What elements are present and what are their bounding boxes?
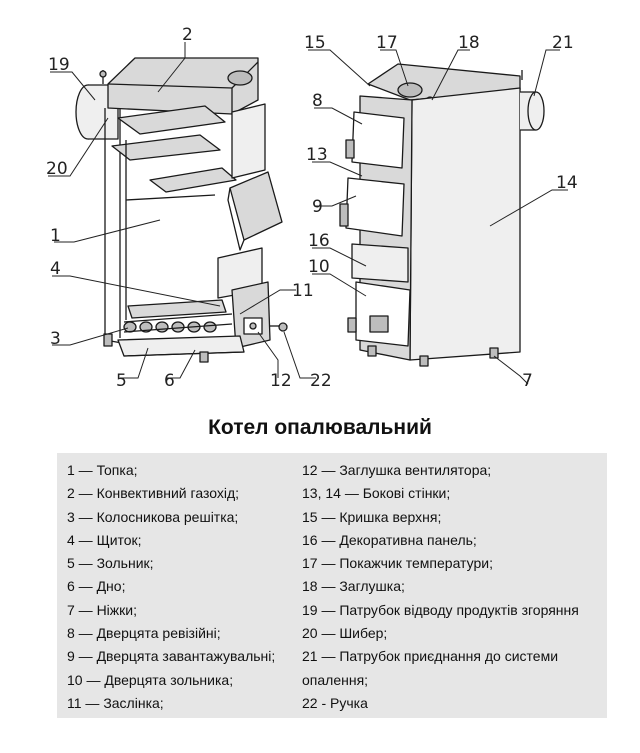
callout-3: 3 xyxy=(50,329,61,349)
legend-item: 4 — Щиток; xyxy=(67,531,142,548)
legend-item: 3 — Колосникова решітка; xyxy=(67,508,239,525)
callout-9: 9 xyxy=(312,197,323,217)
callout-16: 16 xyxy=(308,231,330,251)
legend-item: 5 — Зольник; xyxy=(67,555,154,572)
legend-right-column: 12 — Заглушка вентилятора; 13, 14 — Боко… xyxy=(302,459,607,715)
legend-item: 18 — Заглушка; xyxy=(302,578,405,595)
callout-4: 4 xyxy=(50,259,61,279)
legend-item: 20 — Шибер; xyxy=(302,625,388,642)
callout-numbers: 19 20 2 1 4 3 5 6 11 12 22 15 17 18 21 8… xyxy=(46,25,578,391)
legend-item: 12 — Заглушка вентилятора; xyxy=(302,462,492,478)
legend-item: 1 — Топка; xyxy=(67,462,138,478)
callout-5: 5 xyxy=(116,371,127,391)
callout-21: 21 xyxy=(552,33,574,53)
callout-14: 14 xyxy=(556,173,578,193)
legend-item: 11 — Заслінка; xyxy=(67,694,164,711)
callout-18: 18 xyxy=(458,33,480,53)
legend-box: 1 — Топка; 2 — Конвективний газохід; 3 —… xyxy=(57,453,607,718)
legend-item: 16 — Декоративна панель; xyxy=(302,531,477,548)
legend-item: 15 — Кришка верхня; xyxy=(302,508,442,525)
legend-item: 22 - Ручка xyxy=(302,694,368,711)
legend-item: 7 — Ніжки; xyxy=(67,601,137,618)
callout-6: 6 xyxy=(164,371,175,391)
legend-item: 2 — Конвективний газохід; xyxy=(67,485,240,502)
callout-10: 10 xyxy=(308,257,330,277)
legend-left-column: 1 — Топка; 2 — Конвективний газохід; 3 —… xyxy=(67,459,297,715)
legend-item: 19 — Патрубок відводу продуктів згоряння xyxy=(302,601,579,618)
legend-item: 9 — Дверцята завантажувальні; xyxy=(67,648,276,665)
callout-1: 1 xyxy=(50,226,61,246)
callout-20: 20 xyxy=(46,159,68,179)
callout-8: 8 xyxy=(312,91,323,111)
callout-11: 11 xyxy=(292,281,314,301)
boiler-cutaway-view xyxy=(75,57,288,363)
callout-12: 12 xyxy=(270,371,292,391)
boiler-drawing: 19 20 2 1 4 3 5 6 11 12 22 15 17 18 21 8… xyxy=(46,25,578,391)
callout-22: 22 xyxy=(310,371,332,391)
callout-13: 13 xyxy=(306,145,328,165)
callout-7: 7 xyxy=(522,371,533,391)
legend-item: 17 — Покажчик температури; xyxy=(302,555,493,572)
legend-item: 21 — Патрубок приєднання до системи xyxy=(302,648,559,665)
legend-item-continuation: опалення; xyxy=(302,671,369,688)
callout-19: 19 xyxy=(48,55,70,75)
boiler-exterior-view xyxy=(339,63,545,367)
legend-item: 8 — Дверцята ревізійні; xyxy=(67,625,221,642)
callout-2: 2 xyxy=(182,25,193,45)
legend-item: 13, 14 — Бокові стінки; xyxy=(302,485,451,502)
callout-17: 17 xyxy=(376,33,398,53)
callout-15: 15 xyxy=(304,33,326,53)
legend-item: 10 — Дверцята зольника; xyxy=(67,671,234,688)
leader-lines xyxy=(48,42,568,385)
legend-item: 6 — Дно; xyxy=(67,578,126,595)
page-title: Котел опалювальний xyxy=(208,416,432,439)
